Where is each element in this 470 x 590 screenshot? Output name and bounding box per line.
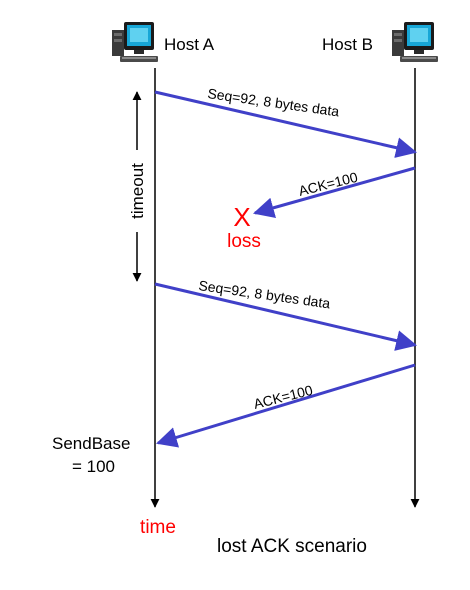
sendbase-value: = 100 [72, 457, 115, 476]
seq-segment-1-arrow [154, 90, 418, 158]
loss-label: loss [227, 231, 261, 252]
diagram-caption: lost ACK scenario [217, 536, 367, 557]
ack-2-arrow [155, 363, 416, 448]
sendbase-label: SendBase [52, 434, 130, 453]
loss-x-mark: X [233, 202, 250, 232]
ack-1-arrow [252, 166, 416, 218]
time-label: time [140, 517, 176, 538]
host-a-label: Host A [164, 35, 215, 54]
host-b-computer-icon [392, 22, 438, 62]
seq-segment-2-arrow [154, 282, 418, 351]
seq-segment-1-label: Seq=92, 8 bytes data [207, 85, 341, 119]
host-b-label: Host B [322, 35, 373, 54]
host-a-computer-icon [112, 22, 158, 62]
timeout-label: timeout [128, 163, 147, 219]
ack-2-label: ACK=100 [252, 382, 315, 412]
seq-segment-2-label: Seq=92, 8 bytes data [198, 277, 332, 311]
ack-1-label: ACK=100 [297, 169, 360, 199]
